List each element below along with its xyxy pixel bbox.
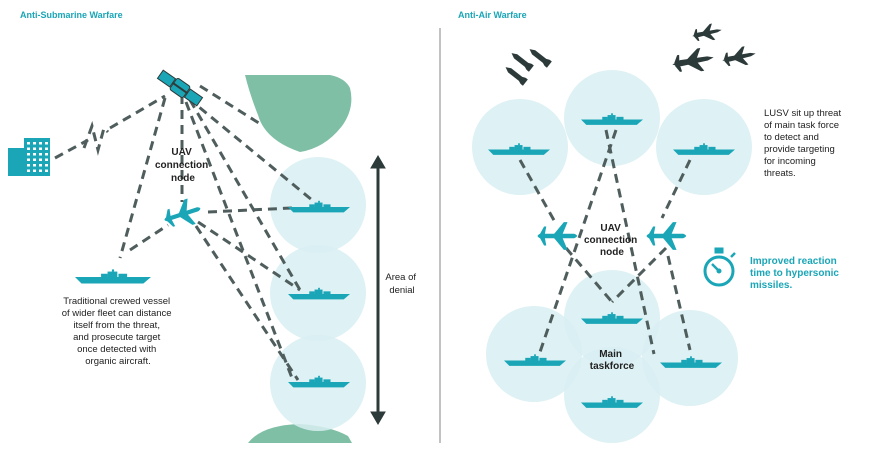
- missile-icon: [503, 46, 553, 87]
- building-window: [33, 142, 36, 145]
- building-window: [33, 147, 36, 150]
- building-window: [33, 153, 36, 156]
- link-line: [199, 84, 263, 127]
- link-line: [118, 97, 167, 259]
- building-window: [45, 158, 48, 161]
- lusv-description: LUSV sit up threat of main task force to…: [764, 108, 844, 179]
- link-line: [54, 138, 89, 160]
- crewed-vessel-icon: [75, 269, 151, 284]
- building-window: [33, 164, 36, 167]
- building-window: [27, 164, 30, 167]
- fighter-jet-icon: [670, 21, 758, 77]
- asw-header: Anti-Submarine Warfare: [20, 10, 123, 20]
- asw-data-links: [54, 84, 313, 381]
- area-of-denial-label: Area of denial: [385, 272, 418, 296]
- sensor-bubble: [642, 310, 738, 406]
- link-line: [109, 94, 166, 130]
- link-line: [187, 96, 313, 202]
- uav-aircraft-icon: [646, 222, 687, 250]
- asw-uav-label: UAV connection node: [155, 147, 211, 184]
- building-window: [27, 158, 30, 161]
- link-line: [666, 255, 692, 351]
- building-window: [33, 158, 36, 161]
- building-window: [45, 147, 48, 150]
- sensor-bubble: [564, 347, 660, 443]
- area-of-denial-arrow: [370, 155, 386, 425]
- building-window: [39, 169, 42, 172]
- aaw-uav-label: UAV connection node: [584, 223, 640, 258]
- building-window: [27, 147, 30, 150]
- building-window: [27, 169, 30, 172]
- uav-aircraft-icon: [537, 222, 578, 250]
- stopwatch-icon: [703, 247, 736, 287]
- reaction-time-note: Improved reaction time to hypersonic mis…: [750, 256, 842, 291]
- building-window: [45, 169, 48, 172]
- aaw-header: Anti-Air Warfare: [458, 10, 527, 20]
- building-window: [27, 142, 30, 145]
- sensor-bubble: [486, 306, 582, 402]
- building-window: [45, 164, 48, 167]
- link-line: [518, 159, 557, 223]
- link-line: [564, 247, 614, 303]
- building-window: [45, 142, 48, 145]
- link-line: [188, 99, 302, 291]
- building-window: [27, 153, 30, 156]
- building-window: [33, 169, 36, 172]
- link-line: [82, 120, 110, 156]
- building-window: [39, 142, 42, 145]
- building-icon: [8, 138, 50, 176]
- building-window: [45, 153, 48, 156]
- building-window: [39, 147, 42, 150]
- building-window: [39, 158, 42, 161]
- link-line: [194, 225, 300, 381]
- satellite-icon: [156, 69, 204, 107]
- link-line: [197, 220, 301, 292]
- link-line: [604, 129, 656, 355]
- building-window: [39, 153, 42, 156]
- building-window: [39, 164, 42, 167]
- main-taskforce-label: Main taskforce: [590, 349, 635, 372]
- link-line: [184, 101, 294, 379]
- crewed-vessel-description: Traditional crewed vessel of wider fleet…: [62, 296, 174, 367]
- aaw-data-links: [518, 129, 692, 355]
- link-line: [129, 223, 169, 252]
- link-line: [660, 159, 692, 219]
- coastline-top: [245, 75, 352, 152]
- link-line: [538, 129, 618, 353]
- link-line: [610, 246, 668, 304]
